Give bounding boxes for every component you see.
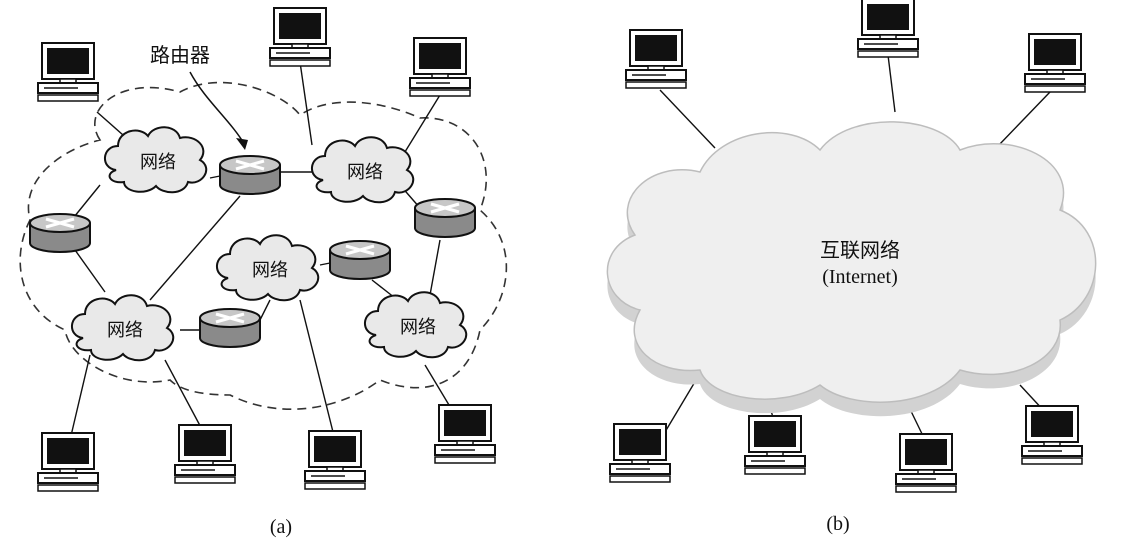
router-annotation: 路由器: [150, 43, 210, 67]
computer-icon: [409, 37, 471, 97]
network-label-5: 网络: [400, 317, 436, 338]
computer-icon: [609, 423, 671, 483]
computer-icon: [269, 7, 331, 67]
internet-cloud: [606, 121, 1097, 403]
caption-a: (a): [270, 516, 292, 538]
computer-icon: [304, 430, 366, 490]
computer-icon: [895, 433, 957, 493]
panel-a: 网络 网络 网络 网络 网络 路由器 (a): [19, 7, 508, 538]
computer-icon: [37, 432, 99, 492]
computer-icon: [1024, 33, 1086, 93]
network-label-4: 网络: [107, 320, 143, 341]
computer-icon: [625, 29, 687, 89]
panel-b: 互联网络 (Internet) (b): [606, 0, 1097, 535]
network-label-3: 网络: [252, 260, 288, 281]
router-icon: [218, 154, 282, 196]
network-label-2: 网络: [347, 162, 383, 183]
annotation-arrow: [189, 71, 246, 146]
computer-icon: [174, 424, 236, 484]
computer-icon: [1021, 405, 1083, 465]
computer-icon: [744, 415, 806, 475]
computer-icon: [857, 0, 919, 58]
internet-label-en: (Internet): [822, 266, 898, 288]
network-label-1: 网络: [140, 152, 176, 173]
router-icon: [413, 197, 477, 239]
router-icon: [198, 307, 262, 349]
internet-boundary-dashed: [19, 81, 508, 410]
router-icon: [28, 212, 92, 254]
internet-label-cn: 互联网络: [820, 238, 900, 262]
router-icon: [328, 239, 392, 281]
caption-b: (b): [826, 513, 849, 535]
computer-icon: [37, 42, 99, 102]
computer-icon: [434, 404, 496, 464]
